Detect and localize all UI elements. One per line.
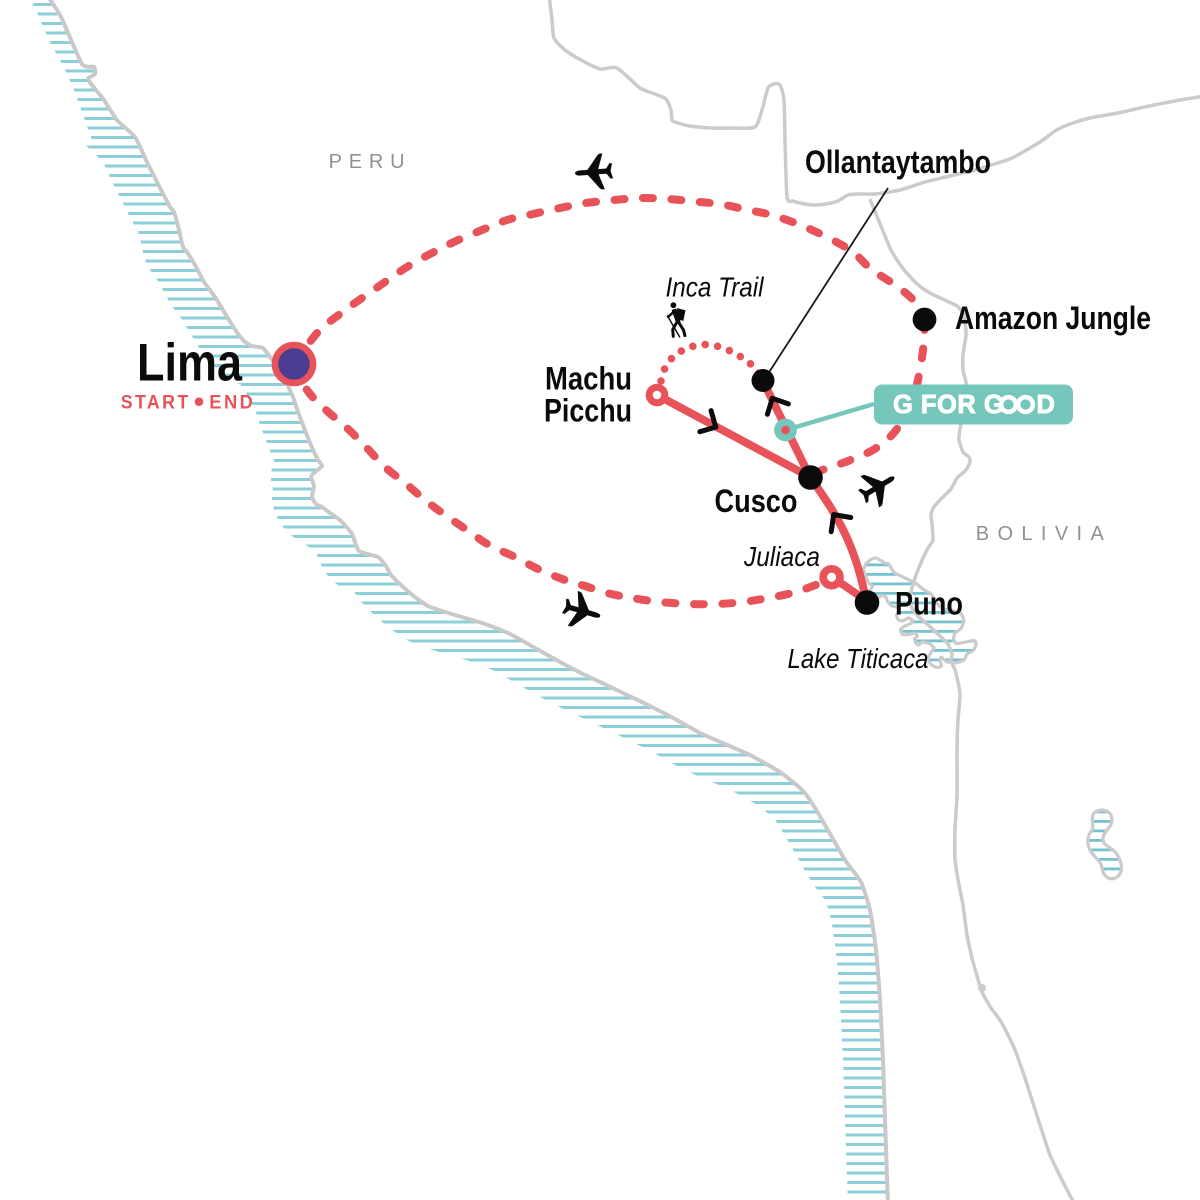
svg-text:Machu: Machu — [545, 360, 632, 396]
svg-text:Lake Titicaca: Lake Titicaca — [788, 643, 929, 674]
svg-text:Puno: Puno — [895, 586, 963, 622]
svg-text:Cusco: Cusco — [715, 483, 798, 519]
svg-text:Inca Trail: Inca Trail — [666, 272, 765, 303]
svg-text:Juliaca: Juliaca — [743, 541, 820, 572]
svg-text:Ollantaytambo: Ollantaytambo — [805, 144, 991, 180]
svg-text:Lima: Lima — [137, 334, 242, 393]
svg-text:END: END — [209, 392, 255, 414]
svg-text:D: D — [1037, 391, 1055, 419]
svg-text:Amazon Jungle: Amazon Jungle — [955, 300, 1151, 336]
svg-text:BOLIVIA: BOLIVIA — [976, 523, 1114, 545]
svg-text:Picchu: Picchu — [544, 393, 632, 429]
svg-text:PERU: PERU — [329, 151, 414, 173]
svg-text:G FOR G: G FOR G — [893, 391, 1004, 419]
svg-text:START: START — [121, 392, 191, 414]
